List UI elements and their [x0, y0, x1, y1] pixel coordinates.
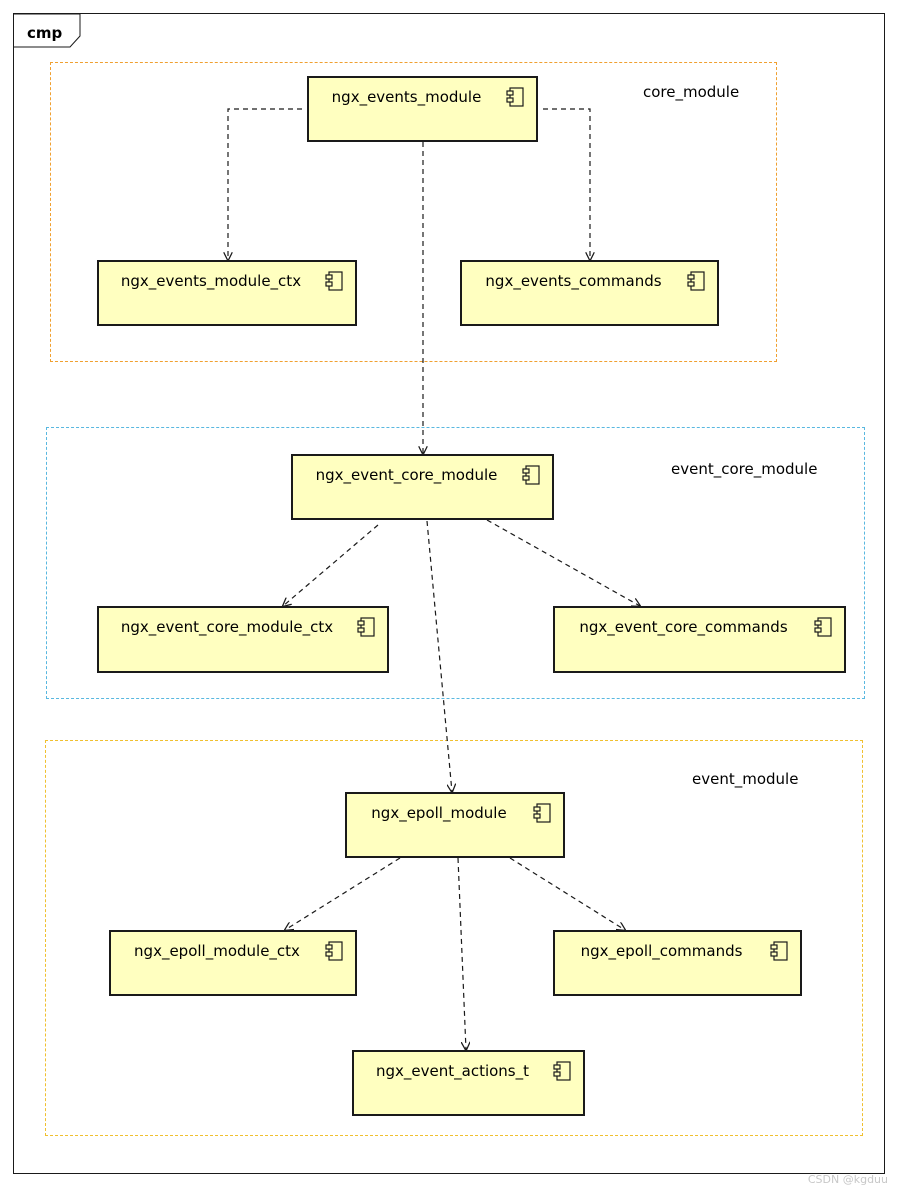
component-ngx-epoll-module-ctx[interactable]: ngx_epoll_module_ctx — [109, 930, 357, 996]
edge-events-module-to-ctx — [228, 108, 302, 260]
edge-epoll-module-to-actions — [457, 857, 466, 1050]
component-icon — [522, 465, 540, 485]
component-label: ngx_events_module — [331, 88, 482, 106]
component-ngx-epoll-module[interactable]: ngx_epoll_module — [345, 792, 565, 858]
component-label: ngx_event_actions_t — [376, 1062, 529, 1080]
edge-event-core-module-to-commands — [486, 519, 640, 606]
edge-events-module-to-commands — [543, 108, 590, 260]
component-label: ngx_epoll_module — [371, 804, 507, 822]
group-event-module — [45, 740, 863, 1136]
component-label: ngx_epoll_commands — [580, 942, 743, 960]
component-icon — [553, 1061, 571, 1081]
component-ngx-event-actions-t[interactable]: ngx_event_actions_t — [352, 1050, 585, 1116]
component-icon — [770, 941, 788, 961]
component-icon — [357, 617, 375, 637]
group-label-event-module: event_module — [692, 770, 799, 788]
component-ngx-event-core-module-ctx[interactable]: ngx_event_core_module_ctx — [97, 606, 389, 673]
component-icon — [506, 87, 524, 107]
component-label: ngx_events_commands — [485, 272, 662, 290]
component-icon — [533, 803, 551, 823]
edge-epoll-module-to-ctx — [285, 857, 401, 930]
group-label-core-module: core_module — [643, 83, 740, 101]
component-ngx-events-commands[interactable]: ngx_events_commands — [460, 260, 719, 326]
component-label: ngx_epoll_module_ctx — [134, 942, 300, 960]
component-icon — [325, 941, 343, 961]
edge-epoll-module-to-commands — [509, 857, 625, 930]
component-label: ngx_event_core_module_ctx — [120, 618, 334, 636]
component-ngx-epoll-commands[interactable]: ngx_epoll_commands — [553, 930, 802, 996]
component-icon — [325, 271, 343, 291]
group-core-module — [50, 62, 777, 362]
watermark: CSDN @kgduu — [807, 1173, 888, 1186]
component-label: ngx_events_module_ctx — [120, 272, 302, 290]
group-label-event-core-module: event_core_module — [671, 460, 818, 478]
group-event-core-module — [46, 427, 865, 699]
component-label: ngx_event_core_commands — [579, 618, 788, 636]
component-ngx-events-module[interactable]: ngx_events_module — [307, 76, 538, 142]
component-label: ngx_event_core_module — [315, 466, 498, 484]
component-ngx-event-core-module[interactable]: ngx_event_core_module — [291, 454, 554, 520]
component-ngx-event-core-commands[interactable]: ngx_event_core_commands — [553, 606, 846, 673]
diagram-tab-label: cmp — [27, 24, 63, 42]
component-icon — [687, 271, 705, 291]
diagram-frame — [13, 13, 885, 1174]
edge-event-core-module-to-epoll-module — [426, 520, 452, 792]
component-ngx-events-module-ctx[interactable]: ngx_events_module_ctx — [97, 260, 357, 326]
edge-event-core-module-to-ctx — [283, 524, 379, 606]
component-icon — [814, 617, 832, 637]
